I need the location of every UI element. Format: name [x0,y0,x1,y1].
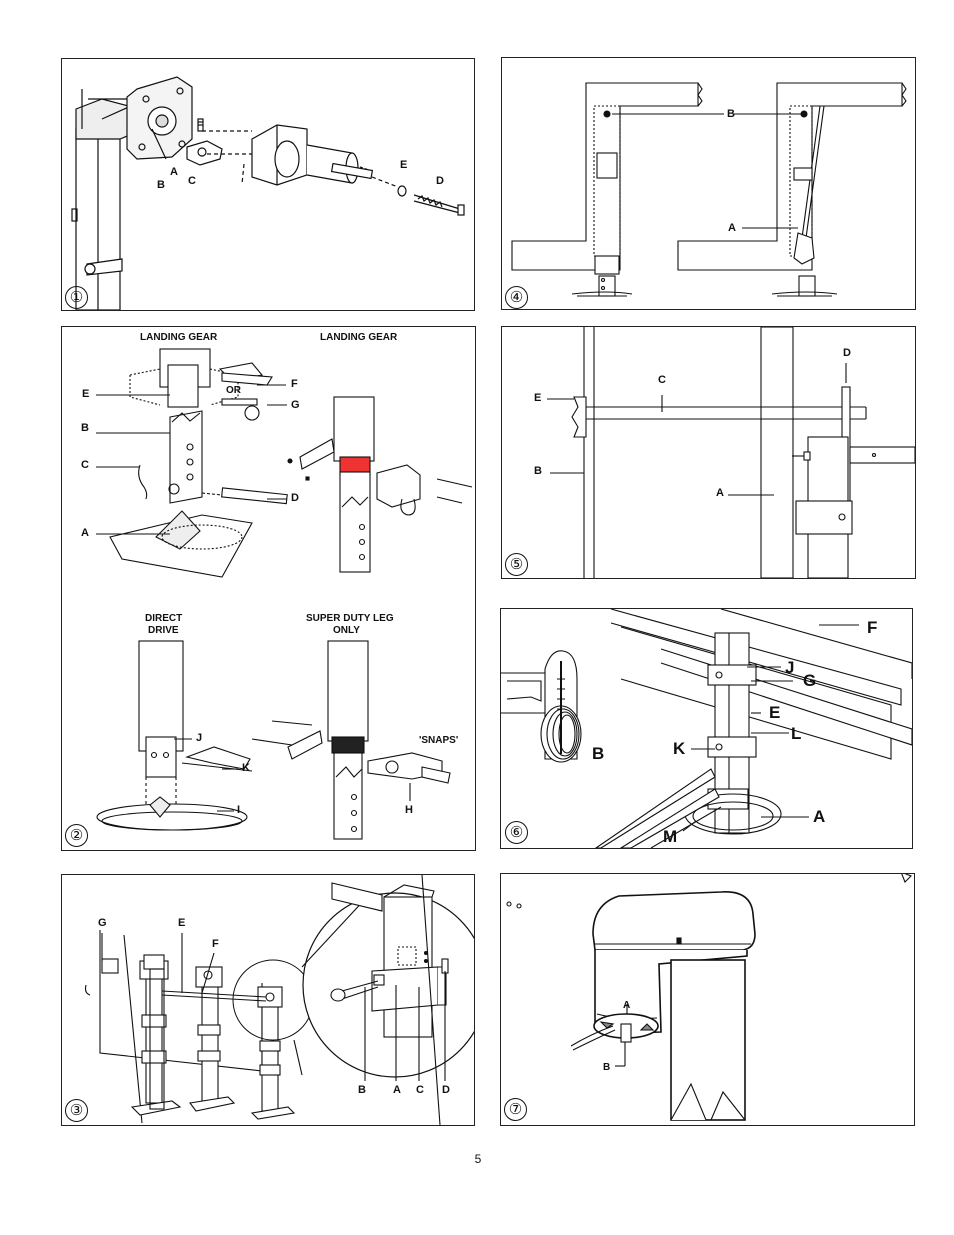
brace-installation-illustration [501,609,912,848]
panel-step-7: A B ⑦ [500,873,915,1126]
label-e: E [400,159,408,171]
label-e: E [82,388,90,400]
foot-options-illustration [96,348,473,840]
dual-leg-detail-illustration [84,875,474,1125]
caption-super-duty-1: SUPER DUTY LEG [306,613,394,624]
label-m: M [663,827,678,846]
label-a: A [716,487,724,499]
label-h: H [405,804,413,816]
step-number-4: ④ [505,286,528,309]
panel-step-1: A B C E D ① [61,58,475,311]
label-d: D [843,347,851,359]
caption-direct-drive-2: DRIVE [148,625,179,636]
caption-landing-gear-left: LANDING GEAR [140,332,218,343]
label-b: B [534,465,542,477]
label-d: D [442,1084,450,1096]
leg-mount-illustration [511,82,907,297]
motor-cover-illustration [506,874,912,1121]
label-f: F [867,618,878,637]
label-j: J [196,732,203,744]
label-d: D [291,492,299,504]
label-a: A [728,222,736,234]
cross-shaft-illustration [547,327,915,578]
label-a: A [393,1084,401,1096]
label-g: G [803,671,817,690]
label-b: B [727,108,735,120]
label-k: K [242,762,250,774]
label-or: OR [226,385,241,396]
step-number-7: ⑦ [504,1098,527,1121]
step-number-5: ⑤ [505,553,528,576]
label-a: A [170,166,178,178]
label-g: G [291,399,300,411]
panel-step-3: G E F B A C D ③ [61,874,475,1126]
label-d: D [436,175,444,187]
label-e: E [534,392,542,404]
label-b: B [81,422,89,434]
label-a: A [623,1000,631,1011]
caption-snaps: 'SNAPS' [419,735,459,746]
label-e: E [178,917,186,929]
gearbox-assembly-illustration [71,76,465,310]
label-b: B [157,179,165,191]
caption-landing-gear-right: LANDING GEAR [320,332,398,343]
label-b: B [603,1062,611,1073]
label-g: G [98,917,107,929]
step-number-3: ③ [65,1099,88,1122]
step-number-2: ② [65,824,88,847]
label-b: B [358,1084,366,1096]
label-b: B [592,744,605,763]
label-c: C [188,175,196,187]
step-number-1: ① [65,286,88,309]
label-c: C [658,374,666,386]
label-a: A [813,807,826,826]
label-c: C [81,459,89,471]
page-number: 5 [474,1152,482,1166]
panel-step-6: F J G E L K B A M ⑥ [500,608,913,849]
label-j: J [785,658,795,677]
label-c: C [416,1084,424,1096]
caption-super-duty-2: ONLY [333,625,360,636]
label-k: K [673,739,686,758]
caption-direct-drive-1: DIRECT [145,613,183,624]
label-i: I [237,804,241,816]
label-f: F [212,938,219,950]
label-e: E [769,703,781,722]
label-l: L [791,724,802,743]
panel-step-5: D C E B A ⑤ [501,326,916,579]
label-a: A [81,527,89,539]
panel-step-2: LANDING GEAR LANDING GEAR DIRECT DRIVE S… [61,326,476,851]
panel-step-4: B A ④ [501,57,916,310]
label-f: F [291,378,298,390]
step-number-6: ⑥ [505,821,528,844]
